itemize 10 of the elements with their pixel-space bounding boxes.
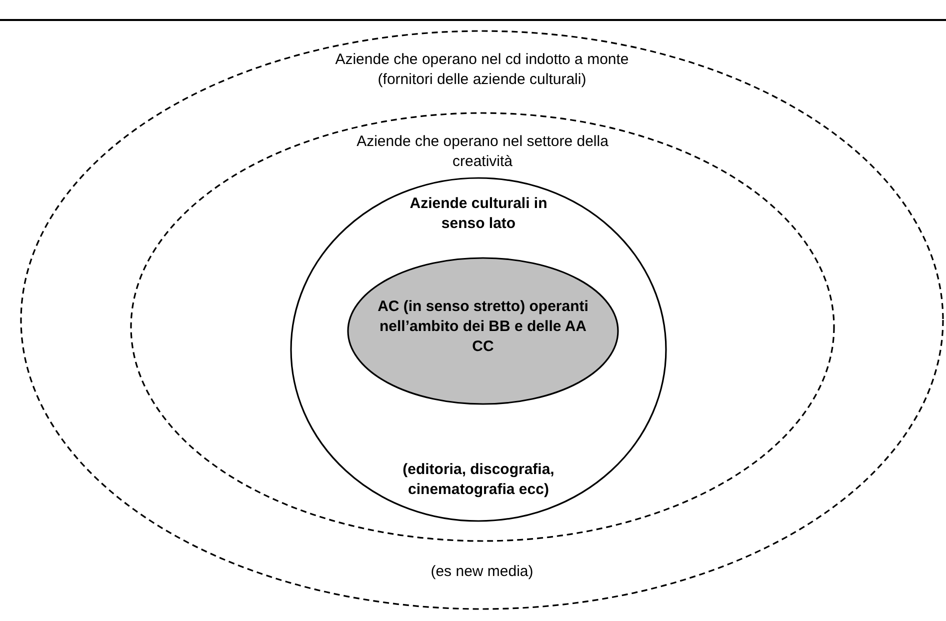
region-label: Aziende che operano nel cd indotto a monte (fornitori delle aziende culturali) (334, 50, 630, 90)
region-label: Aziende che operano nel settore della creatività (356, 132, 610, 172)
ellipse-region (20, 30, 944, 610)
region-label: AC (in senso stretto) operanti nell’ambito dei BB e delle AA CC (376, 297, 590, 357)
region-label: (es new media) (430, 562, 534, 582)
region-label: Aziende culturali in senso lato (408, 194, 548, 234)
ellipse-region (290, 177, 667, 522)
ellipse-region (347, 257, 619, 405)
ellipse-region (130, 112, 835, 542)
region-label: (editoria, discografia, cinematografia ecc) (402, 460, 556, 500)
